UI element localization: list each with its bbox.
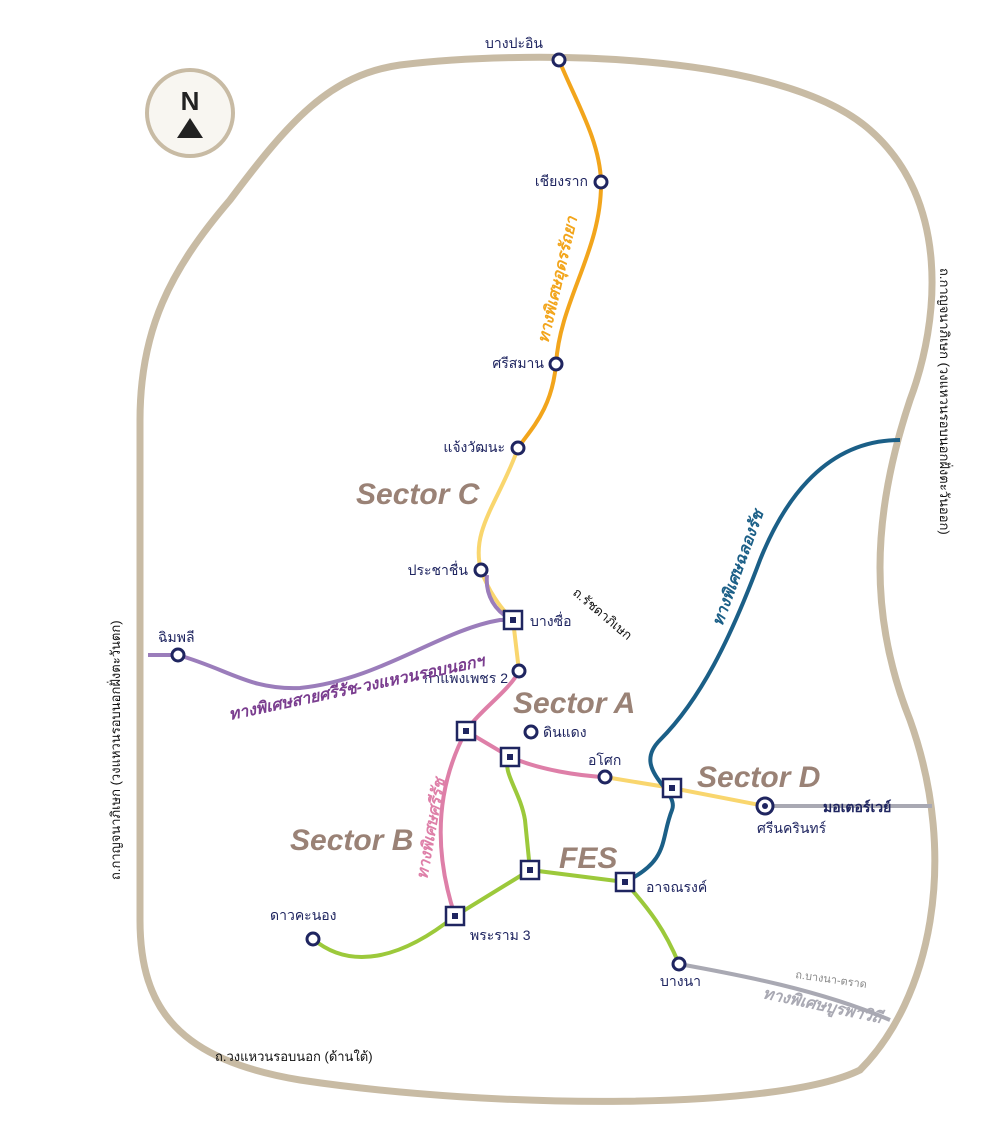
station-kamphaeng-phet[interactable] xyxy=(511,663,527,679)
label-srinakarin: ศรีนครินทร์ xyxy=(757,820,827,836)
label-chim-phli: ฉิมพลี xyxy=(158,629,195,645)
label-at-narong: อาจณรงค์ xyxy=(646,879,707,895)
label-burapha-withi: ทางพิเศษบูรพาวิถี xyxy=(761,984,886,1028)
station-dao-khanong[interactable] xyxy=(305,931,321,947)
station-din-daeng[interactable] xyxy=(523,724,539,740)
label-chiang-rak: เชียงราก xyxy=(535,173,588,189)
sector-b-label: Sector B xyxy=(290,824,413,857)
label-din-daeng: ดินแดง xyxy=(543,724,587,740)
sector-c-line xyxy=(476,447,521,672)
interchange-sector-b-top[interactable] xyxy=(455,720,477,742)
outer-ring-road xyxy=(136,53,939,1105)
label-outer-ring-south: ถ.วงแหวนรอบนอก (ด้านใต้) xyxy=(215,1049,373,1064)
sector-d-label: Sector D xyxy=(697,761,820,794)
label-rama3: พระราม 3 xyxy=(470,927,531,943)
label-sirat-outer-ring: ทางพิเศษสายศรีรัช-วงแหวนรอบนอกฯ xyxy=(227,652,488,724)
station-bang-pa-in[interactable] xyxy=(551,52,567,68)
compass-letter: N xyxy=(181,86,200,116)
interchange-rama3[interactable] xyxy=(444,905,466,927)
label-ratchadaphisek: ถ.รัชดาภิเษก xyxy=(570,585,635,643)
label-chaeng-watthana: แจ้งวัฒนะ xyxy=(443,439,505,455)
sirat-outer-ring-line xyxy=(148,618,513,691)
label-si-saman: ศรีสมาน xyxy=(492,355,544,371)
compass: N xyxy=(145,68,235,158)
chalong-rat-line xyxy=(624,438,901,884)
label-kanchanaphisek-east: ถ.กาญจนาภิเษก (วงแหวนรอบนอกฝั่งตะวันออก) xyxy=(937,268,953,535)
north-arrow-icon xyxy=(177,118,203,138)
label-dao-khanong: ดาวคะนอง xyxy=(270,907,337,923)
label-asok: อโศก xyxy=(588,752,621,768)
label-bang-na: บางนา xyxy=(660,973,701,989)
label-bang-sue: บางซื่อ xyxy=(530,612,572,629)
interchange-bang-sue[interactable] xyxy=(502,609,524,631)
label-pracha-chuen: ประชาชื่น xyxy=(408,561,469,578)
interchange-sector-a[interactable] xyxy=(499,746,521,768)
burapha-withi-line xyxy=(678,962,891,1022)
station-pracha-chuen[interactable] xyxy=(473,562,489,578)
label-bangna-trat: ถ.บางนา-ตราด xyxy=(795,969,868,991)
label-kanchanaphisek-west: ถ.กาญจนาภิเษก (วงแหวนรอบนอกฝั่งตะวันตก) xyxy=(107,620,123,880)
label-kamphaeng-phet: กำแพงเพชร 2 xyxy=(424,670,508,686)
station-si-saman[interactable] xyxy=(548,356,564,372)
srinakarin-center-dot xyxy=(762,803,768,809)
station-bang-na[interactable] xyxy=(671,956,687,972)
interchange-sector-d[interactable] xyxy=(661,777,683,799)
station-chim-phli[interactable] xyxy=(170,647,186,663)
sector-a-label: Sector A xyxy=(513,687,635,720)
station-asok[interactable] xyxy=(597,769,613,785)
label-udon-rattaya: ทางพิเศษอุดรรัถยา xyxy=(534,214,582,345)
interchange-markers xyxy=(444,609,683,927)
si-rat-line xyxy=(438,670,521,917)
station-chaeng-watthana[interactable] xyxy=(510,440,526,456)
green-connector xyxy=(505,755,532,871)
udon-rattaya-line xyxy=(516,59,604,450)
interchange-at-narong[interactable] xyxy=(614,871,636,893)
sector-c-label: Sector C xyxy=(356,478,481,511)
label-bang-pa-in: บางปะอิน xyxy=(485,35,543,51)
station-markers xyxy=(170,52,775,972)
label-motorway: มอเตอร์เวย์ xyxy=(823,799,891,815)
fes-label: FES xyxy=(559,842,617,875)
interchange-fes[interactable] xyxy=(519,859,541,881)
station-chiang-rak[interactable] xyxy=(593,174,609,190)
